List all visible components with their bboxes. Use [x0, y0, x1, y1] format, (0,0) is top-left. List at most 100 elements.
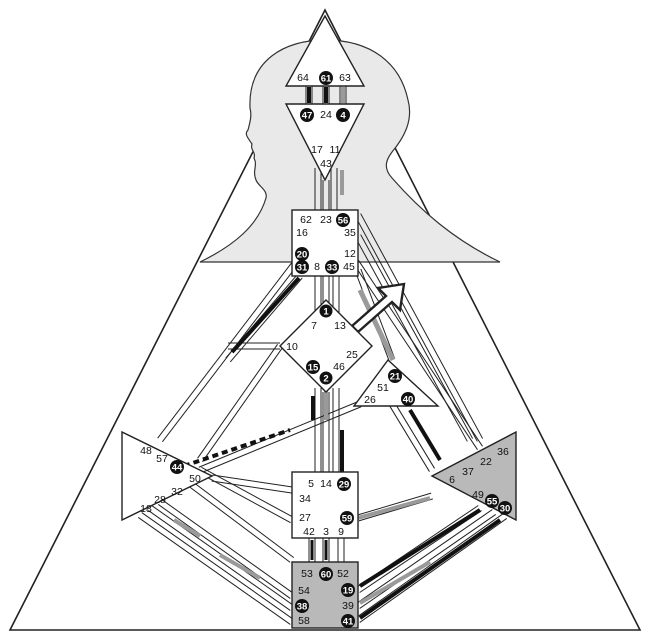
gate-29-activation — [337, 477, 351, 491]
gate-43: 43 — [320, 158, 332, 170]
gate-44-activation — [170, 460, 184, 474]
center-heart — [352, 358, 440, 407]
gate-11: 11 — [330, 144, 341, 156]
channel-59-6 — [357, 492, 432, 516]
channel-41-30 — [359, 518, 508, 623]
gate-63: 63 — [339, 72, 351, 84]
activation-44-26 — [183, 428, 291, 468]
gates-layer: 64 61 63 47 24 4 17 11 43 62 23 56 16 35… — [140, 71, 512, 628]
gate-19-activation — [341, 583, 355, 597]
channel-35-36b — [360, 213, 484, 439]
gate-31-activation — [295, 260, 309, 274]
gate-5: 5 — [308, 478, 314, 490]
gate-28: 28 — [154, 494, 166, 506]
activation-32-54 — [219, 553, 261, 580]
gate-30-activation — [498, 501, 512, 515]
gate-9: 9 — [338, 526, 344, 538]
gate-12: 12 — [344, 248, 356, 260]
channel-57-34 — [211, 480, 292, 494]
gate-36: 36 — [497, 446, 509, 458]
activation-59-6 — [357, 496, 431, 520]
gate-4-activation — [336, 108, 350, 122]
channel-18-58 — [141, 512, 295, 620]
gate-50: 50 — [189, 473, 201, 485]
channel-12-22 — [358, 260, 483, 447]
channel-41-30 — [355, 513, 504, 618]
gate-42: 42 — [303, 526, 315, 538]
gate-46: 46 — [333, 361, 345, 373]
gate-23: 23 — [320, 214, 332, 226]
gate-1-activation — [319, 304, 333, 318]
gate-34: 34 — [299, 493, 311, 505]
center-ajna — [284, 103, 366, 182]
gate-13: 13 — [334, 320, 346, 332]
gate-37: 37 — [462, 466, 474, 478]
gate-33-activation — [325, 260, 339, 274]
gate-27: 27 — [299, 512, 311, 524]
gate-38-activation — [295, 599, 309, 613]
gate-47-activation — [300, 108, 314, 122]
gate-49: 49 — [472, 489, 484, 501]
channel-10-57 — [202, 347, 283, 463]
channel-39-55 — [356, 509, 493, 604]
gate-29: 29 — [339, 480, 350, 491]
gate-7: 7 — [311, 320, 317, 332]
gate-35: 35 — [344, 227, 356, 239]
gate-61-activation — [319, 71, 333, 85]
gate-40: 40 — [403, 395, 414, 406]
gate-41-activation — [341, 614, 355, 628]
gate-31: 31 — [297, 263, 308, 274]
gate-14: 14 — [320, 478, 332, 490]
channel-57-34 — [212, 474, 293, 488]
gate-24: 24 — [320, 109, 332, 121]
channel-32-54 — [161, 499, 295, 594]
center-g — [279, 299, 373, 393]
channel-32-54 — [157, 504, 291, 599]
gate-55: 55 — [487, 497, 498, 508]
gate-8: 8 — [314, 261, 320, 273]
channel-18-58 — [137, 517, 291, 625]
gate-2-activation — [319, 371, 333, 385]
gate-2: 2 — [323, 374, 328, 385]
gate-61: 61 — [321, 74, 332, 85]
gate-59: 59 — [342, 514, 353, 525]
channel-12-22 — [353, 263, 478, 450]
center-spleen — [121, 430, 214, 522]
gate-32: 32 — [171, 486, 183, 498]
gate-56-activation — [336, 213, 350, 227]
gate-57: 57 — [156, 453, 168, 465]
arrow-icon — [350, 282, 406, 334]
channel-activations-layer — [172, 87, 502, 620]
gate-53: 53 — [301, 568, 313, 580]
gate-6: 6 — [449, 474, 455, 486]
gate-60: 60 — [321, 570, 332, 581]
gate-30: 30 — [500, 504, 511, 515]
channel-40-37 — [394, 402, 435, 469]
gate-16: 16 — [296, 227, 308, 239]
channel-10-57 — [197, 343, 278, 459]
channel-26-44 — [200, 406, 362, 474]
gate-59-activation — [340, 511, 354, 525]
gate-25: 25 — [346, 349, 358, 361]
activation-40-37 — [408, 408, 442, 462]
gate-41: 41 — [343, 617, 354, 628]
gate-48: 48 — [140, 445, 152, 457]
gate-33: 33 — [327, 263, 338, 274]
gate-26: 26 — [364, 394, 376, 406]
channel-16-48 — [157, 259, 295, 439]
gate-39: 39 — [342, 600, 354, 612]
activation-19-49 — [358, 508, 482, 588]
channel-16-48 — [161, 263, 299, 443]
gate-51: 51 — [377, 382, 389, 394]
gate-20-activation — [295, 247, 309, 261]
gate-22: 22 — [480, 456, 492, 468]
gate-15-activation — [306, 360, 320, 374]
activation-39-55 — [358, 560, 432, 605]
gate-17: 17 — [311, 144, 323, 156]
gate-38: 38 — [297, 602, 308, 613]
channel-28-38 — [147, 510, 291, 611]
activation-28-38 — [172, 518, 202, 538]
gate-19: 19 — [343, 586, 354, 597]
gate-21: 21 — [390, 372, 401, 383]
gate-52: 52 — [337, 568, 349, 580]
